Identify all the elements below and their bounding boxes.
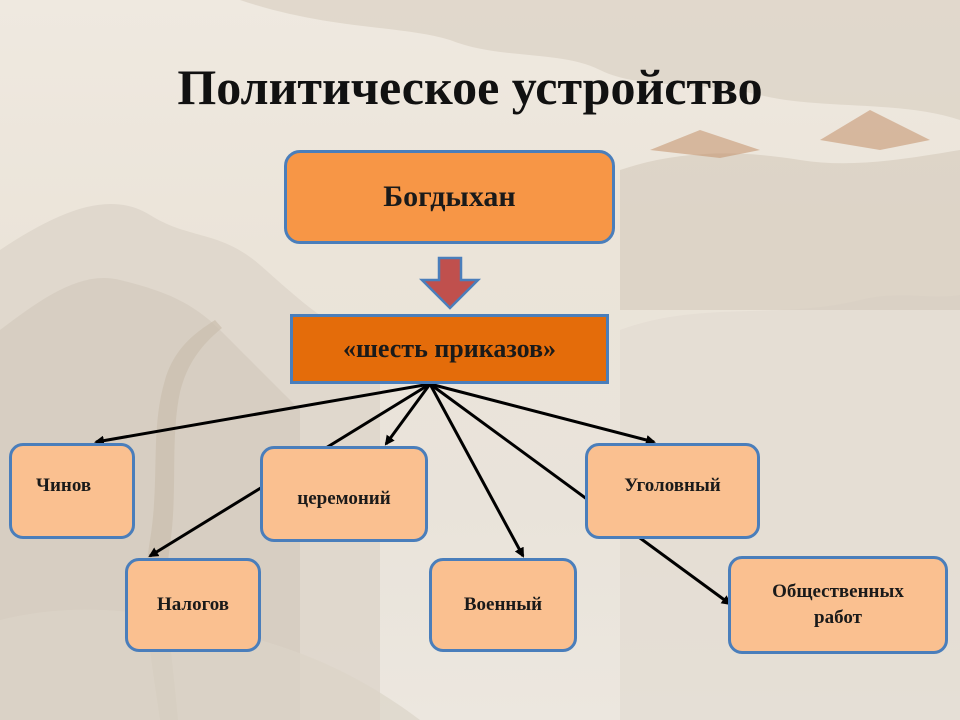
- slide-title: Политическое устройство: [177, 59, 763, 115]
- node-nalogov: Налогов: [125, 558, 261, 652]
- connector-ugolovny: [429, 382, 656, 445]
- down-arrow-icon: [418, 256, 482, 310]
- node-nalogov-label: Налогов: [156, 594, 230, 616]
- node-ugolovny: Уголовный: [585, 443, 760, 539]
- connector-obshchestvennykh: [429, 382, 732, 606]
- node-chinov: Чинов: [9, 443, 135, 539]
- node-ugolovny-label: Уголовный: [624, 475, 721, 497]
- node-bogdykhan: Богдыхан: [284, 150, 615, 244]
- node-ceremoniy: церемоний: [260, 446, 428, 542]
- node-voenny: Военный: [429, 558, 577, 652]
- connector-voenny: [428, 383, 525, 558]
- connector-ceremoniy: [384, 383, 432, 446]
- node-obshchestvennykh-label-line1: Общественных: [772, 581, 904, 603]
- node-ceremoniy-label: церемоний: [297, 488, 391, 510]
- node-chinov-label: Чинов: [36, 475, 92, 497]
- node-six-ministries: «шесть приказов»: [290, 314, 609, 384]
- node-obshchestvennykh-label-line2: работ: [814, 607, 862, 628]
- node-six-ministries-label: «шесть приказов»: [342, 334, 557, 363]
- node-obshchestvennykh: Общественных работ: [728, 556, 948, 654]
- node-bogdykhan-label: Богдыхан: [383, 180, 516, 213]
- connector-chinov: [94, 382, 431, 446]
- node-voenny-label: Военный: [463, 594, 543, 616]
